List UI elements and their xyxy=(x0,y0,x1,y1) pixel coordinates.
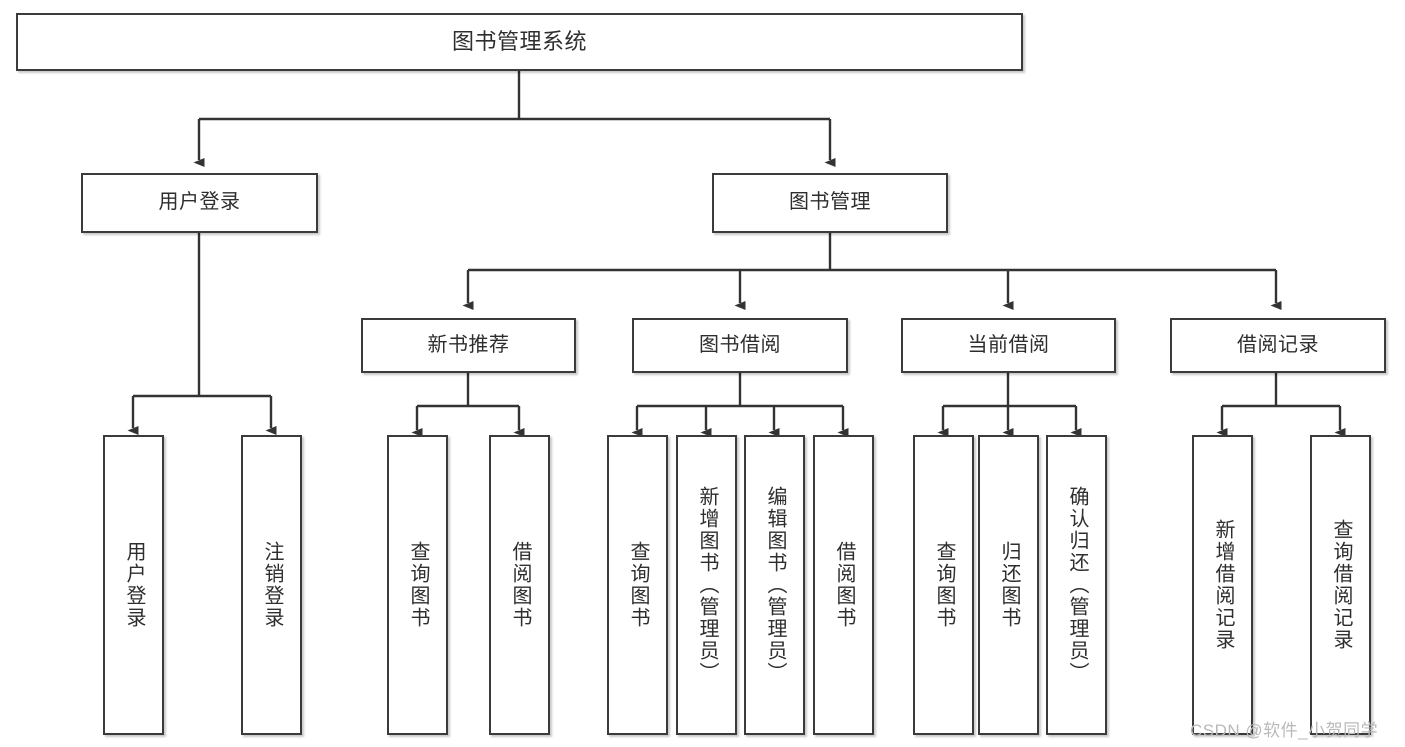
node-borrow-record[interactable]: 借阅记录 xyxy=(1170,318,1386,373)
node-leaf-query-record-label: 查询借阅记录 xyxy=(1330,519,1352,651)
node-leaf-user-login[interactable]: 用户登录 xyxy=(103,435,164,735)
node-book-manage[interactable]: 图书管理 xyxy=(712,173,948,233)
node-leaf-add-record[interactable]: 新增借阅记录 xyxy=(1192,435,1253,735)
node-book-borrow[interactable]: 图书借阅 xyxy=(632,318,848,373)
node-leaf-user-login-label: 用户登录 xyxy=(123,541,145,629)
node-leaf-edit-book-label: 编辑图书（管理员） xyxy=(764,486,786,684)
node-leaf-edit-book[interactable]: 编辑图书（管理员） xyxy=(744,435,805,735)
node-leaf-query-book-1-label: 查询图书 xyxy=(407,541,429,629)
node-leaf-query-book-1[interactable]: 查询图书 xyxy=(387,435,448,735)
node-leaf-query-book-3-label: 查询图书 xyxy=(933,541,955,629)
node-root[interactable]: 图书管理系统 xyxy=(16,13,1023,71)
node-leaf-confirm-return-label: 确认归还（管理员） xyxy=(1066,486,1088,684)
node-leaf-query-book-2-label: 查询图书 xyxy=(627,541,649,629)
node-user-login-label: 用户登录 xyxy=(158,191,241,214)
node-leaf-return-book-label: 归还图书 xyxy=(998,541,1020,629)
node-leaf-logout-label: 注销登录 xyxy=(261,541,283,629)
node-leaf-add-record-label: 新增借阅记录 xyxy=(1212,519,1234,651)
node-leaf-borrow-book-2-label: 借阅图书 xyxy=(833,541,855,629)
watermark: CSDN @软件_小贺同学 xyxy=(1190,721,1379,740)
node-borrow-record-label: 借阅记录 xyxy=(1237,333,1319,356)
node-book-manage-label: 图书管理 xyxy=(789,191,871,214)
node-new-book-rec-label: 新书推荐 xyxy=(427,333,510,356)
node-leaf-borrow-book-1-label: 借阅图书 xyxy=(509,541,531,629)
node-leaf-borrow-book-2[interactable]: 借阅图书 xyxy=(813,435,874,735)
node-leaf-query-book-2[interactable]: 查询图书 xyxy=(607,435,668,735)
node-user-login[interactable]: 用户登录 xyxy=(81,173,318,233)
node-book-borrow-label: 图书借阅 xyxy=(699,333,781,356)
node-leaf-return-book[interactable]: 归还图书 xyxy=(978,435,1039,735)
node-current-borrow[interactable]: 当前借阅 xyxy=(901,318,1116,373)
node-new-book-rec[interactable]: 新书推荐 xyxy=(361,318,576,373)
node-leaf-query-record[interactable]: 查询借阅记录 xyxy=(1310,435,1371,735)
node-leaf-add-book[interactable]: 新增图书（管理员） xyxy=(676,435,737,735)
node-leaf-logout[interactable]: 注销登录 xyxy=(241,435,302,735)
node-current-borrow-label: 当前借阅 xyxy=(967,333,1050,356)
node-root-label: 图书管理系统 xyxy=(451,29,587,55)
node-leaf-add-book-label: 新增图书（管理员） xyxy=(696,486,718,684)
node-leaf-borrow-book-1[interactable]: 借阅图书 xyxy=(489,435,550,735)
node-leaf-query-book-3[interactable]: 查询图书 xyxy=(913,435,974,735)
node-leaf-confirm-return[interactable]: 确认归还（管理员） xyxy=(1046,435,1107,735)
